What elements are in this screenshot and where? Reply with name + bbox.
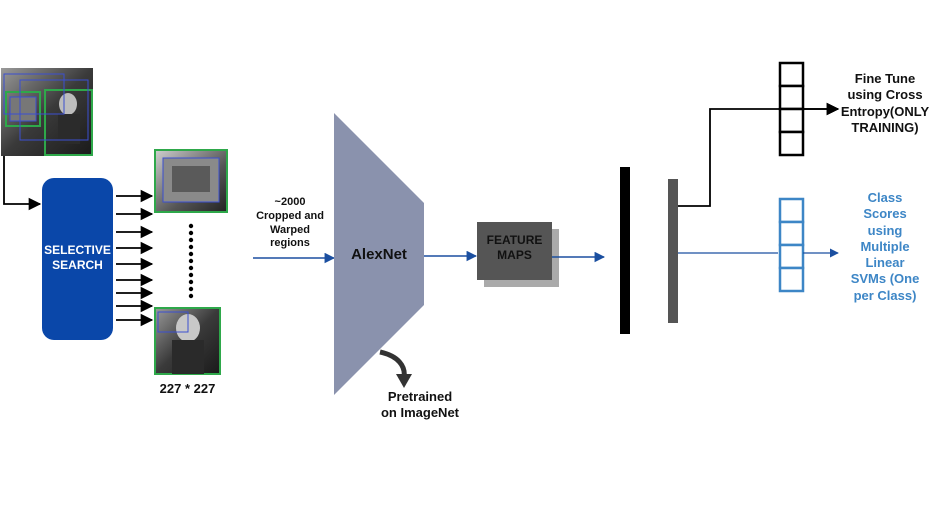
svm-vector	[778, 197, 805, 293]
regions-line4: regions	[270, 237, 310, 250]
selective-search-line1: SELECTIVE	[44, 243, 111, 257]
ellipsis-dot	[188, 237, 194, 243]
pretrained-curved-arrow	[379, 349, 412, 388]
fine-tune-line1: Fine Tune	[854, 71, 916, 86]
ellipsis-dot	[188, 293, 194, 299]
alexnet-label: AlexNet	[351, 246, 407, 263]
ellipsis-dot	[188, 279, 194, 285]
fine-tune-line3: Entropy(ONLY	[840, 103, 930, 119]
fine-tune-label: Fine Tune using Cross Entropy(ONLY TRAIN…	[830, 71, 940, 136]
regions-label: ~2000 Cropped and Warped regions	[248, 196, 332, 251]
ellipsis-dot	[188, 244, 194, 250]
regions-line1: ~2000	[274, 196, 306, 208]
class-scores-line4: Multiple	[860, 238, 910, 254]
ellipsis-dots	[188, 223, 194, 299]
fine-tune-line2: using Cross	[847, 87, 923, 103]
alexnet-block	[334, 113, 424, 395]
ellipsis-dot	[188, 272, 194, 278]
fc-layer-2	[668, 179, 678, 323]
ellipsis-dot	[188, 223, 194, 229]
feature-maps-block	[477, 222, 552, 280]
ellipsis-dot	[188, 286, 194, 292]
pretrained-line1: Pretrained	[387, 389, 453, 404]
fc-to-finetune-arrow	[678, 102, 840, 207]
ellipsis-dot	[188, 251, 194, 257]
class-scores-line5: Linear	[865, 255, 905, 270]
regions-line3: Warped	[270, 223, 310, 236]
selective-search-block	[42, 178, 113, 340]
cropped-region-bottom	[154, 307, 221, 375]
finetune-vector	[778, 61, 805, 157]
feature-maps-line2: MAPS	[497, 248, 532, 262]
pretrained-label: Pretrained on ImageNet	[364, 389, 476, 422]
input-to-search-arrow	[3, 156, 42, 211]
selective-search-line2: SEARCH	[52, 258, 103, 272]
class-scores-label: Class Scores using Multiple Linear SVMs …	[832, 190, 938, 304]
class-scores-line7: per Class)	[853, 287, 917, 303]
fine-tune-line4: TRAINING)	[851, 119, 919, 135]
proposal-arrows	[116, 189, 154, 327]
regions-line2: Cropped and	[256, 209, 324, 222]
feature-maps-line1: FEATURE	[486, 233, 543, 247]
class-scores-line1: Class	[867, 190, 903, 205]
class-scores-line6: SVMs (One	[850, 271, 920, 287]
pretrained-line2: on ImageNet	[380, 405, 459, 421]
input-image	[1, 68, 93, 156]
ellipsis-dot	[188, 258, 194, 264]
class-scores-line2: Scores	[863, 206, 907, 222]
ellipsis-dot	[188, 265, 194, 271]
feature-maps-label: FEATURE MAPS	[477, 233, 552, 263]
selective-search-label: SELECTIVE SEARCH	[42, 243, 113, 273]
fc-layer-1	[620, 167, 630, 334]
class-scores-line3: using	[867, 222, 903, 238]
ellipsis-dot	[188, 230, 194, 236]
cropped-region-top	[154, 149, 228, 213]
crop-size-label: 227 * 227	[159, 381, 216, 396]
